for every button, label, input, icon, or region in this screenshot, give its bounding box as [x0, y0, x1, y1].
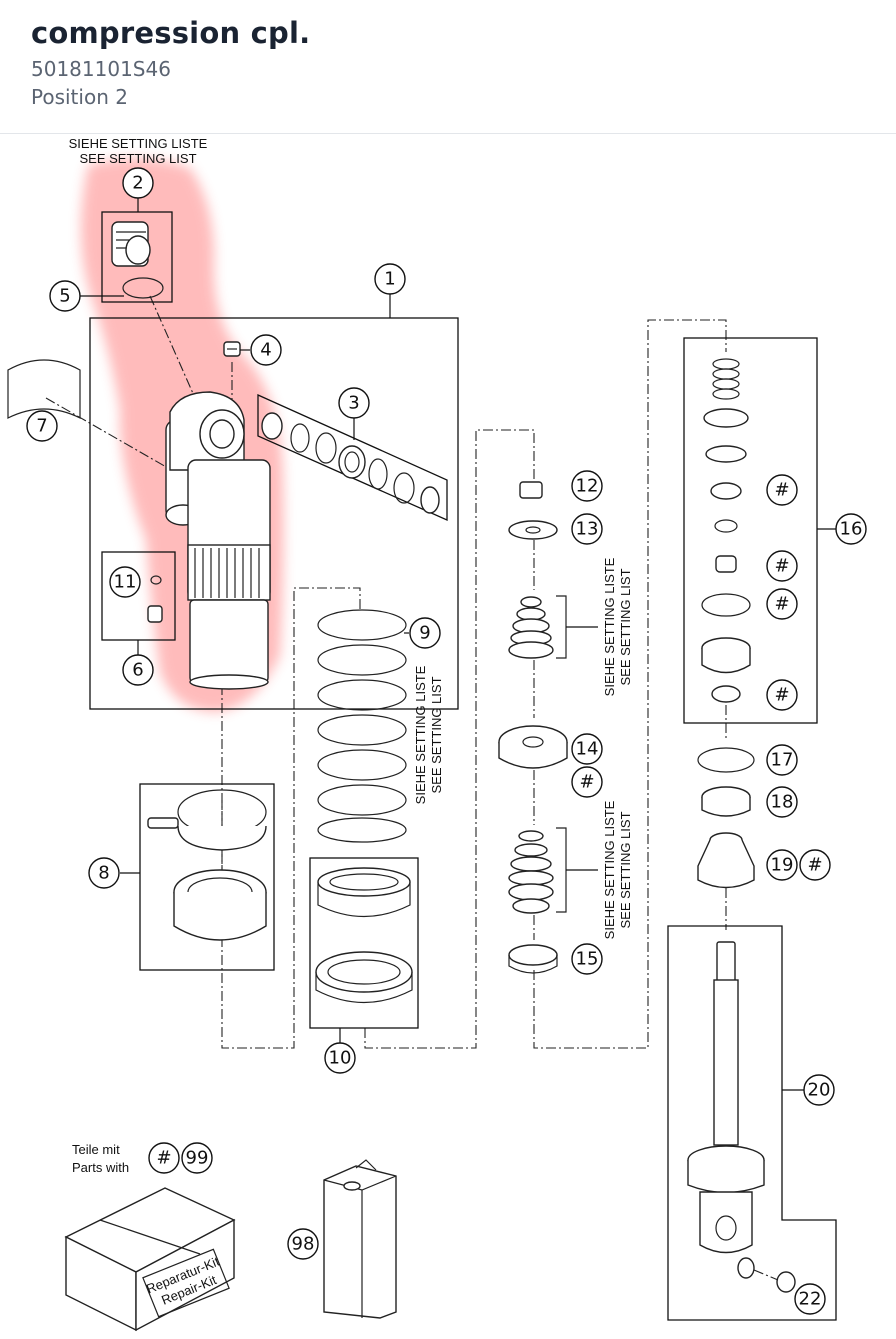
callout-hash: #	[579, 772, 594, 793]
part-damper-body	[165, 391, 271, 690]
part-bleed-screw	[223, 341, 241, 357]
assembly-lines	[45, 295, 727, 1049]
setting-note-stack-upper: SIEHE SETTING LISTE SEE SETTING LIST	[602, 557, 633, 696]
callout-hash: #	[774, 685, 789, 706]
callout-18: 18	[771, 792, 794, 813]
callout-hash: #	[774, 556, 789, 577]
part-compression-adjuster	[111, 221, 164, 299]
callout-labels: 2 1 5 4 3 7 11 6 8 9 10 12 13 14 # 15 # …	[36, 173, 862, 1310]
callout-19: 19	[771, 855, 794, 876]
part-valve-stack	[701, 358, 751, 703]
setting-note-stack-lower: SIEHE SETTING LISTE SEE SETTING LIST	[602, 800, 633, 939]
callout-20: 20	[808, 1080, 831, 1101]
part-piston-stack	[498, 481, 598, 974]
part-piston-rod	[687, 941, 765, 1254]
callout-22: 22	[799, 1289, 822, 1310]
part-spring-seats	[315, 867, 413, 1003]
page-title: compression cpl.	[31, 16, 311, 50]
callout-14: 14	[576, 739, 599, 760]
part-number: 50181101S46	[31, 57, 171, 81]
callout-13: 13	[576, 519, 599, 540]
part-guide-seal	[697, 747, 755, 889]
setting-note-de: SIEHE SETTING LISTE	[602, 557, 617, 696]
part-protective-sleeve	[7, 359, 81, 419]
callout-2: 2	[132, 173, 143, 194]
callout-99: 99	[186, 1148, 209, 1169]
callout-9: 9	[419, 623, 430, 644]
setting-note-spring: SIEHE SETTING LISTE SEE SETTING LIST	[413, 665, 444, 804]
callout-12: 12	[576, 476, 599, 497]
part-screw-washer	[147, 575, 163, 623]
callout-7: 7	[36, 416, 47, 437]
diagram-canvas: SIEHE SETTING LISTE SEE SETTING LIST SIE…	[7, 136, 867, 1332]
part-bushing	[737, 1257, 796, 1293]
setting-note-de: SIEHE SETTING LISTE	[413, 665, 428, 804]
callout-6: 6	[132, 660, 143, 681]
parts-with-note: Teile mit Parts with	[72, 1142, 129, 1175]
callout-15: 15	[576, 949, 599, 970]
part-spring	[317, 609, 407, 843]
callout-8: 8	[98, 863, 109, 884]
callout-3: 3	[348, 393, 359, 414]
callout-11: 11	[114, 572, 137, 593]
setting-note-top: SIEHE SETTING LISTE SEE SETTING LIST	[69, 136, 208, 166]
setting-note-en: SEE SETTING LIST	[429, 676, 444, 793]
callout-10: 10	[329, 1048, 352, 1069]
setting-note-en: SEE SETTING LIST	[79, 151, 196, 166]
part-oil-can	[323, 1159, 397, 1319]
group-boxes	[89, 211, 837, 1321]
callout-5: 5	[59, 286, 70, 307]
setting-note-en: SEE SETTING LIST	[618, 811, 633, 928]
callout-98: 98	[292, 1234, 315, 1255]
callout-hash: #	[807, 855, 822, 876]
callout-4: 4	[260, 340, 271, 361]
callout-17: 17	[771, 750, 794, 771]
page-header: compression cpl. 50181101S46 Position 2	[0, 0, 896, 134]
knurl-lines	[194, 548, 260, 598]
callout-hash: #	[774, 480, 789, 501]
callout-16: 16	[840, 519, 863, 540]
parts-note-en: Parts with	[72, 1160, 129, 1175]
callout-hash: #	[774, 594, 789, 615]
callout-1: 1	[384, 269, 395, 290]
parts-note-de: Teile mit	[72, 1142, 120, 1157]
callouts	[26, 167, 867, 1315]
part-adjusting-ring	[147, 789, 267, 941]
setting-note-de: SIEHE SETTING LISTE	[69, 136, 208, 151]
setting-note-en: SEE SETTING LIST	[618, 568, 633, 685]
part-repair-kit-box	[64, 1187, 236, 1332]
callout-hash: #	[156, 1148, 171, 1169]
exploded-parts-diagram: SIEHE SETTING LISTE SEE SETTING LIST SIE…	[0, 135, 896, 1335]
leader-lines	[80, 198, 836, 1091]
setting-note-de: SIEHE SETTING LISTE	[602, 800, 617, 939]
part-seal-kit	[261, 412, 440, 514]
position-label: Position 2	[31, 85, 128, 109]
